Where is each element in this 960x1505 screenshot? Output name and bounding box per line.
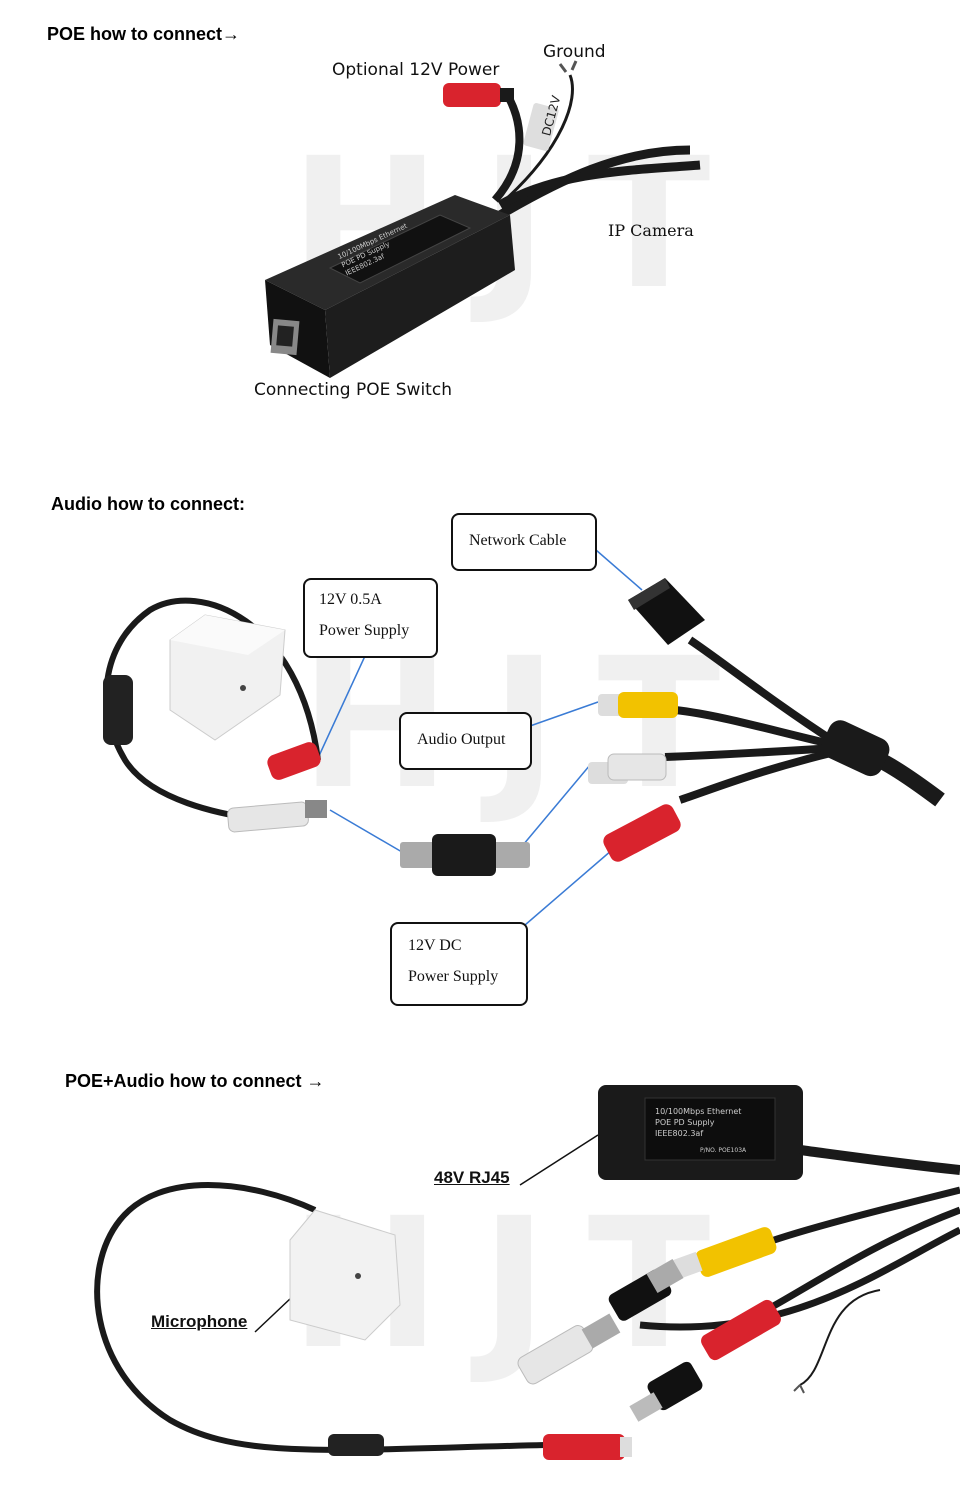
poe-switch-label: Connecting POE Switch <box>254 380 452 400</box>
poe-heading: POE how to connect→ <box>47 24 241 44</box>
poe-audio-panel: HJT 10/100Mbps Ethernet POE PD Supply IE… <box>0 1040 960 1505</box>
power-supply-05a-callout: 12V 0.5A Power Supply <box>303 578 438 658</box>
audio-output-callout: Audio Output <box>399 712 532 770</box>
audio-panel: HJT <box>0 470 960 1030</box>
dc-power-supply-callout: 12V DC Power Supply <box>390 922 528 1006</box>
network-cable-label: Network Cable <box>469 532 567 549</box>
poe-audio-illustration: 10/100Mbps Ethernet POE PD Supply IEEE80… <box>94 1085 960 1460</box>
rj45-label: 48V RJ45 <box>434 1168 510 1187</box>
ip-camera-label: IP Camera <box>608 221 694 240</box>
poe-panel: HJT DC12V 10/100Mbps Ethernet POE PD Sup… <box>0 0 960 450</box>
audio-output-label: Audio Output <box>417 731 506 748</box>
microphone-label: Microphone <box>151 1312 248 1331</box>
poe-audio-heading: POE+Audio how to connect → <box>65 1071 325 1091</box>
device-text-line: POE PD Supply <box>655 1118 715 1127</box>
poe-splitter-illustration: DC12V 10/100Mbps Ethernet POE PD Supply … <box>265 60 701 378</box>
power-05a-line1: 12V 0.5A <box>319 591 382 608</box>
dc-power-line1: 12V DC <box>408 937 462 954</box>
audio-heading: Audio how to connect: <box>51 494 245 514</box>
network-cable-callout: Network Cable <box>451 513 597 571</box>
audio-wiring-illustration <box>103 549 945 926</box>
device-text-line: P/NO. POE103A <box>700 1147 747 1154</box>
device-text-line: 10/100Mbps Ethernet <box>655 1107 741 1116</box>
device-text-line: IEEE802.3af <box>655 1129 703 1138</box>
ground-label: Ground <box>543 42 606 62</box>
dc-power-line2: Power Supply <box>408 968 499 985</box>
optional-power-label: Optional 12V Power <box>332 60 500 80</box>
power-05a-line2: Power Supply <box>319 622 410 639</box>
